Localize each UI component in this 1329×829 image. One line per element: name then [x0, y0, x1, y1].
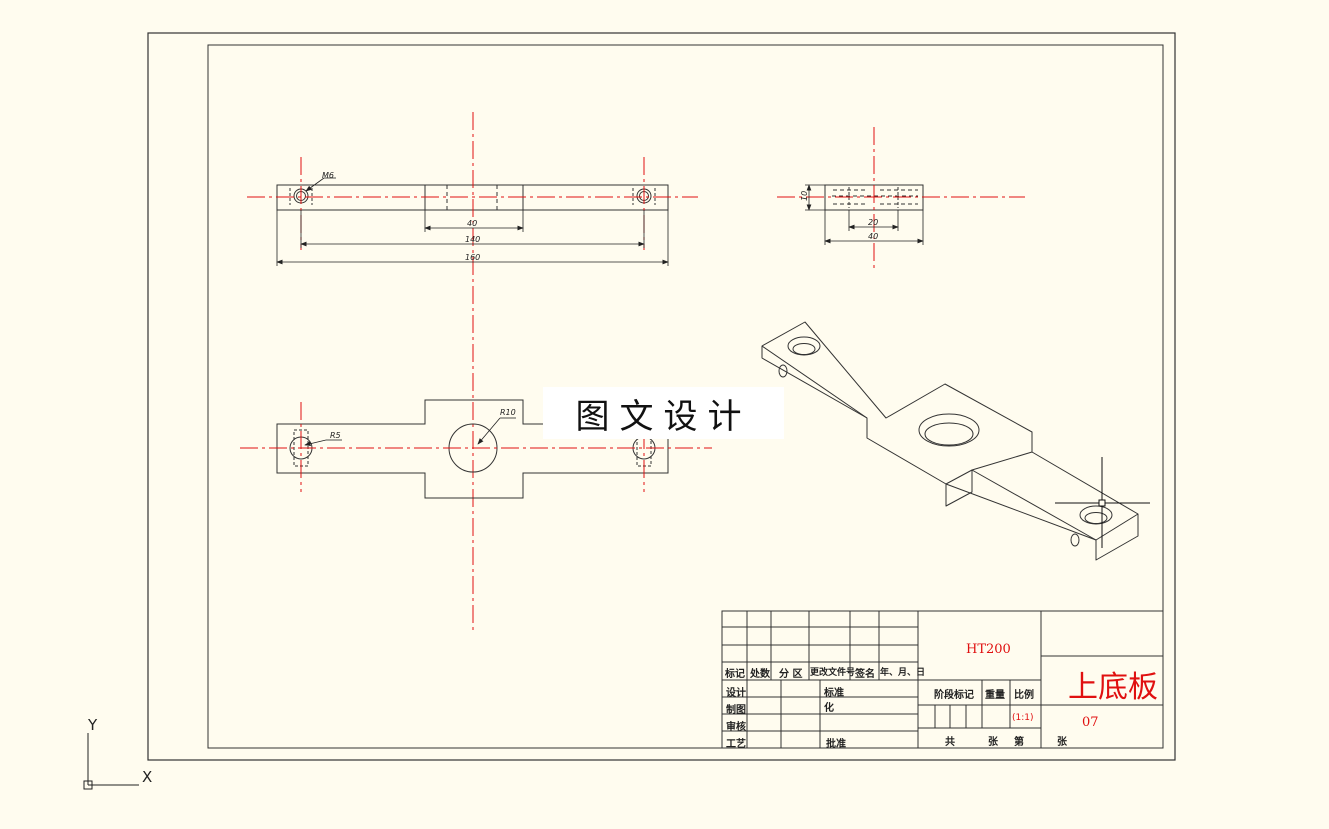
side-view-dimensions [805, 184, 924, 245]
tb-role-standard: 标准 [824, 688, 844, 699]
watermark-box: 图文设计 [543, 387, 784, 439]
cad-cursor-crosshair [1055, 457, 1150, 548]
tb-role-review: 审核 [726, 722, 746, 733]
tb-label-stage: 阶段标记 [934, 690, 974, 701]
dim-r5: R5 [330, 431, 341, 440]
front-view-centerlines [247, 112, 698, 632]
tb-label-sheets2: 张 [1057, 737, 1067, 748]
watermark-text: 图文设计 [575, 396, 752, 437]
front-view-dimensions [276, 177, 669, 266]
outer-border [147, 32, 1176, 761]
tb-header-sign: 签名 [855, 669, 875, 680]
axis-y-label: Y [87, 716, 98, 734]
side-view-centerlines [777, 127, 1025, 268]
tb-label-no: 第 [1014, 737, 1024, 748]
tb-label-sheets: 张 [988, 737, 998, 748]
tb-role-process: 工艺 [726, 739, 746, 750]
dim-40-side: 40 [868, 232, 878, 241]
tb-role-design: 设计 [726, 688, 746, 699]
tb-role-standard2: 化 [824, 703, 834, 714]
isometric-view [761, 321, 1139, 561]
tb-header-date: 年、月、日 [880, 668, 926, 678]
axis-x-label: X [142, 768, 152, 786]
top-view-dimensions [304, 417, 516, 447]
tb-drawing-no: 07 [1082, 715, 1099, 730]
dim-r10: R10 [500, 408, 516, 417]
tb-header-change-doc: 更改文件号 [810, 668, 856, 678]
dim-20-side: 20 [868, 218, 878, 227]
tb-role-draw: 制图 [726, 705, 746, 716]
dim-160: 160 [465, 253, 480, 262]
tb-role-approve: 批准 [826, 739, 846, 750]
dim-10-side: 10 [800, 191, 809, 201]
tb-label-weight: 重量 [985, 690, 1005, 701]
dim-40-top: 40 [467, 219, 477, 228]
title-block [721, 610, 1164, 749]
dim-m6: M6 [322, 171, 334, 180]
ucs-axis-icon [83, 733, 139, 790]
tb-header-count: 处数 [750, 669, 770, 680]
tb-material: HT200 [966, 642, 1011, 657]
inner-border [207, 44, 1164, 749]
tb-scale: (1:1) [1012, 713, 1034, 723]
dim-140: 140 [465, 235, 480, 244]
tb-header-mark: 标记 [725, 669, 745, 680]
tb-part-name: 上底板 [1068, 670, 1158, 705]
tb-header-zone: 分 区 [779, 669, 803, 680]
tb-label-total: 共 [945, 737, 955, 748]
tb-label-ratio: 比例 [1014, 690, 1034, 701]
